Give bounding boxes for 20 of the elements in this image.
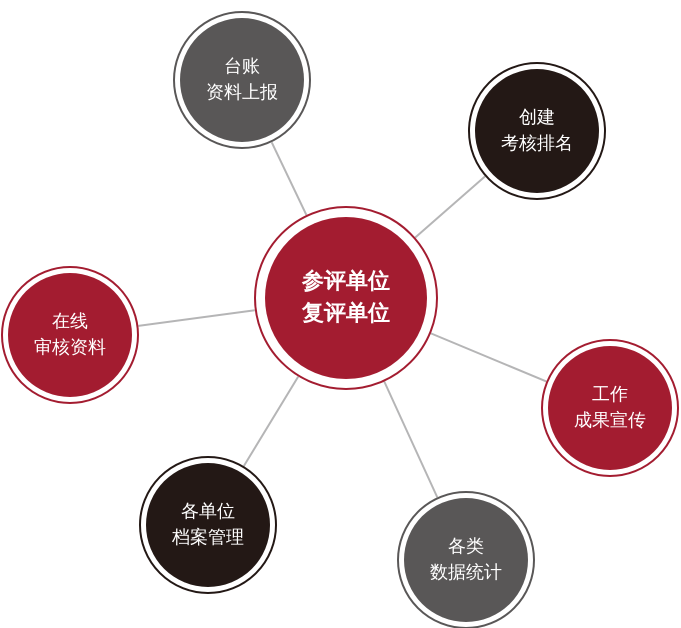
connector-line (430, 332, 547, 382)
connector-line (270, 142, 308, 216)
connector-line (243, 376, 300, 467)
circle-label: 工作 (592, 382, 628, 407)
circle-label: 档案管理 (172, 526, 244, 550)
circle-label: 复评单位 (302, 300, 390, 328)
circle-label: 审核资料 (34, 336, 106, 360)
circle-label: 台账 (224, 54, 260, 79)
circle-label: 数据统计 (430, 561, 502, 585)
circle-label: 创建 (519, 106, 555, 130)
circle-label: 在线 (52, 310, 88, 334)
circle-label: 各类 (448, 534, 484, 559)
circle-label: 资料上报 (206, 81, 278, 105)
connector-line (138, 309, 255, 327)
connector-line (383, 381, 438, 498)
circle-label: 各单位 (181, 500, 235, 524)
circle-label: 成果宣传 (574, 409, 646, 433)
connector-line (414, 176, 486, 238)
circle-label: 考核排名 (501, 132, 573, 156)
circle-label: 参评单位 (302, 268, 390, 296)
